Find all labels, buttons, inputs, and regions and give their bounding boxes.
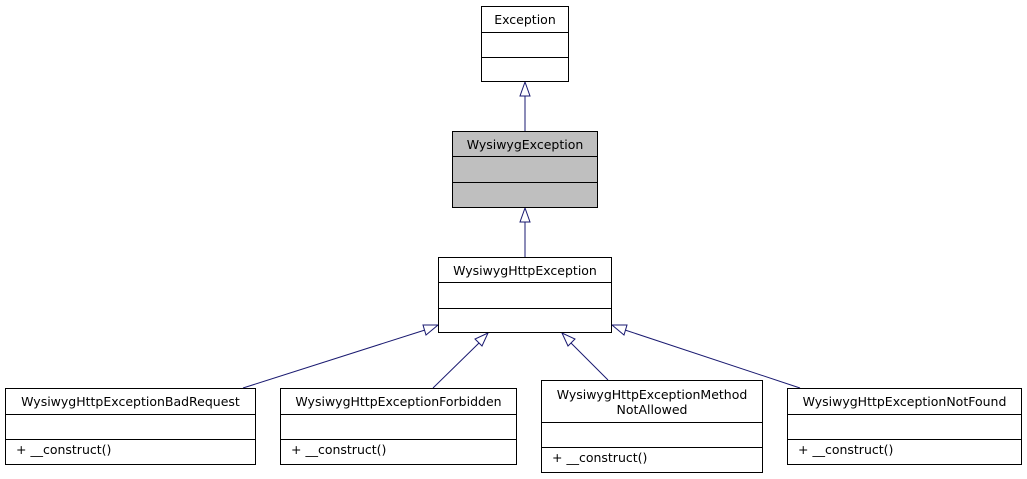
class-operations	[453, 183, 597, 207]
class-name: Exception	[482, 7, 568, 33]
class-forbidden[interactable]: WysiwygHttpExceptionForbidden + __constr…	[280, 388, 517, 465]
edge-method-to-http	[570, 342, 609, 381]
arrowhead	[422, 324, 440, 336]
class-exception[interactable]: Exception	[481, 6, 569, 82]
class-attributes	[482, 33, 568, 58]
class-operations: + __construct()	[291, 442, 387, 457]
arrowhead	[519, 206, 531, 223]
class-attributes	[281, 415, 516, 440]
class-name: WysiwygHttpExceptionForbidden	[281, 389, 516, 415]
class-operations: + __construct()	[798, 442, 894, 457]
class-name: WysiwygHttpExceptionNotFound	[788, 389, 1021, 415]
class-attributes	[6, 415, 255, 440]
class-name: WysiwygHttpExceptionBadRequest	[6, 389, 255, 415]
class-name: WysiwygHttpException	[439, 258, 611, 283]
arrowhead	[560, 331, 576, 347]
class-attributes	[542, 423, 762, 448]
class-operations: + __construct()	[16, 442, 112, 457]
class-name: WysiwygException	[453, 132, 597, 157]
class-not-found[interactable]: WysiwygHttpExceptionNotFound + __constru…	[787, 388, 1022, 465]
edge-notfound-to-http	[624, 329, 801, 389]
class-bad-request[interactable]: WysiwygHttpExceptionBadRequest + __const…	[5, 388, 256, 465]
class-operations: + __construct()	[552, 450, 648, 465]
class-operations	[482, 58, 568, 81]
class-name: WysiwygHttpExceptionMethod NotAllowed	[542, 381, 762, 423]
class-operations	[439, 309, 611, 332]
class-attributes	[788, 415, 1021, 440]
edge-badrequest-to-http	[242, 329, 426, 389]
edge-forbidden-to-http	[432, 342, 480, 389]
class-attributes	[453, 157, 597, 183]
arrowhead	[474, 331, 490, 347]
class-wysiwyg-exception[interactable]: WysiwygException	[452, 131, 598, 208]
class-method-not-allowed[interactable]: WysiwygHttpExceptionMethod NotAllowed + …	[541, 380, 763, 473]
class-wysiwyg-http-exception[interactable]: WysiwygHttpException	[438, 257, 612, 333]
class-attributes	[439, 283, 611, 309]
arrowhead	[519, 80, 531, 97]
arrowhead	[610, 324, 628, 336]
